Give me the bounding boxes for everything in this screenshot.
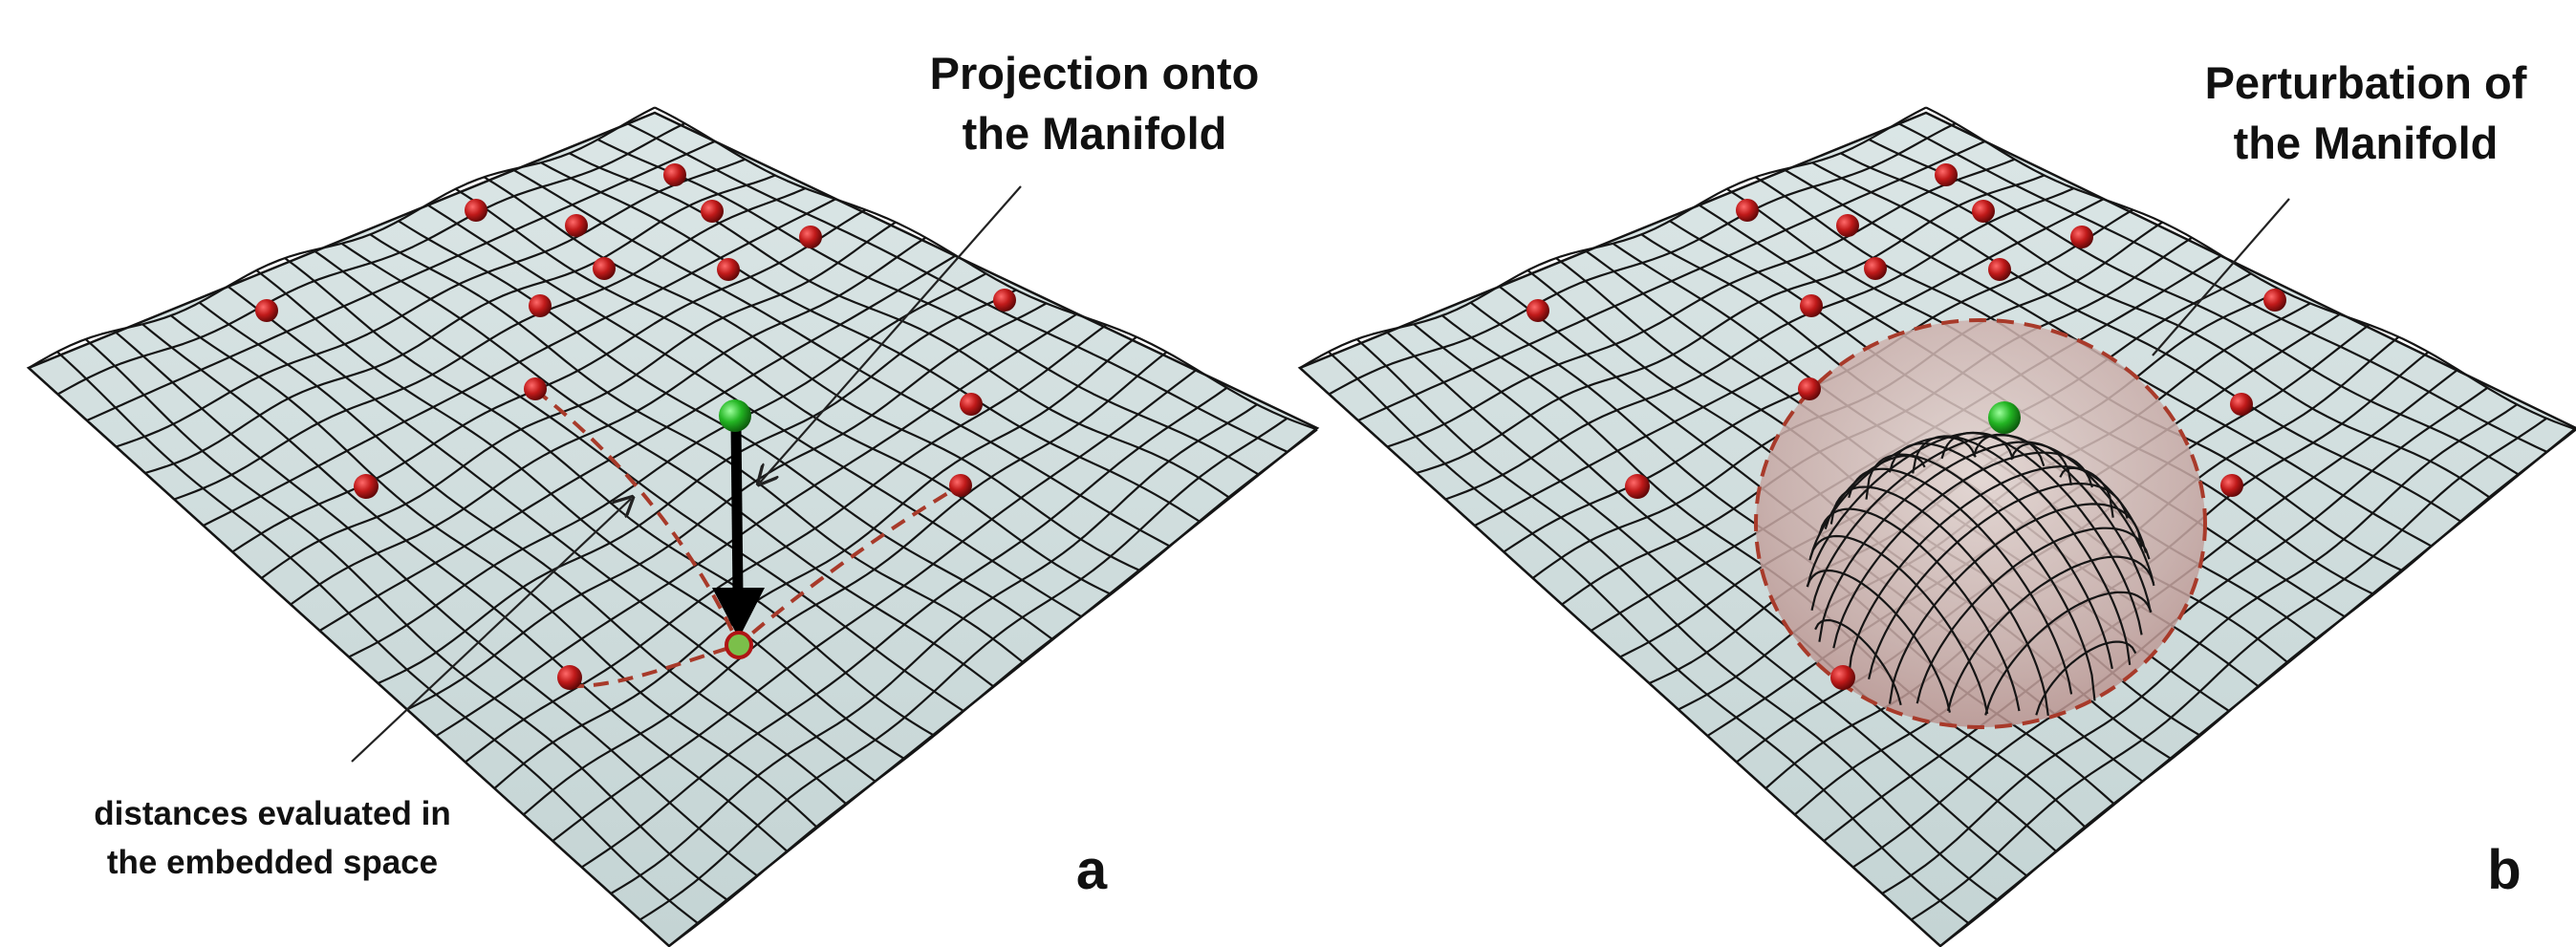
bump-mesh-line (1814, 619, 1902, 706)
red-point (663, 163, 686, 186)
bump-mesh-line (1940, 431, 2143, 635)
mesh-line (455, 187, 1112, 595)
red-point (1972, 200, 1995, 223)
mesh-line (198, 301, 847, 805)
perturbation-title-line1: Perturbation of (2205, 57, 2527, 108)
red-point (949, 474, 972, 497)
perturbation-title-line2: the Manifold (2234, 118, 2499, 168)
red-point (1988, 258, 2011, 281)
distance-note-line1: distances evaluated in (94, 795, 450, 832)
mesh-line (56, 351, 700, 925)
bump-mesh-line (1972, 433, 2153, 613)
red-point (2220, 474, 2243, 497)
red-point (701, 200, 724, 223)
distance-note-line2: the embedded space (107, 844, 438, 881)
red-point (465, 199, 487, 222)
bump-mesh-line (1808, 534, 1989, 715)
red-point (1935, 163, 1958, 186)
mesh-line (141, 323, 789, 852)
red-point (565, 214, 588, 237)
red-point (717, 258, 740, 281)
mesh-line (654, 106, 1318, 431)
mesh-line (483, 176, 1141, 572)
projection-title-line2: the Manifold (963, 108, 1227, 159)
mesh-line (540, 161, 1201, 523)
mesh-line (1413, 323, 2057, 852)
mesh-line (113, 330, 759, 877)
projection-arrow-shaft (730, 424, 744, 595)
red-point (799, 226, 822, 248)
red-point (255, 299, 278, 322)
manifold-mesh-a (28, 106, 1318, 947)
mesh-line (625, 121, 1288, 454)
red-point (354, 474, 379, 499)
red-point (524, 377, 547, 400)
projection-arrow-head (712, 588, 765, 638)
red-point (1836, 214, 1859, 237)
projection-leader-line (760, 185, 1022, 483)
red-point (993, 289, 1016, 312)
projected-point-ring (725, 631, 753, 659)
mesh-line (255, 269, 906, 761)
dashed-geodesic-path-lower (568, 643, 740, 689)
sample-points-b (1526, 163, 2286, 690)
perturbation-leader-line (2152, 198, 2290, 356)
red-point (960, 393, 983, 416)
red-point (1864, 257, 1887, 280)
mesh-line (1840, 152, 2490, 499)
bump-mesh-line (1912, 435, 2132, 665)
red-point (2070, 226, 2093, 248)
projection-title-line1: Projection onto (930, 48, 1260, 98)
bump-mesh-line (1888, 442, 2113, 670)
red-point (1625, 474, 1650, 499)
mesh-line (227, 285, 877, 783)
mesh-line (28, 367, 670, 947)
bump-mesh-line (1865, 453, 2096, 701)
bump-mesh-line (2059, 466, 2147, 553)
mesh-line (569, 152, 1230, 499)
distance-leader-line (351, 499, 631, 763)
green-query-point (719, 399, 751, 432)
red-point (1526, 299, 1549, 322)
mesh-line (597, 139, 1259, 476)
mesh-line (1868, 139, 2520, 476)
mesh-line (284, 257, 935, 737)
red-point (1800, 294, 1823, 317)
red-point (593, 257, 616, 280)
mesh-line (1896, 121, 2548, 453)
mesh-line (1811, 161, 2461, 523)
mesh-line (1925, 106, 2576, 431)
red-point (1798, 377, 1821, 400)
sample-points-a (255, 163, 1016, 690)
panel-b: Perturbation of the Manifold b (1297, 57, 2576, 947)
mesh-line (1355, 338, 2000, 902)
red-point (1830, 665, 1855, 690)
mesh-line (1384, 330, 2028, 877)
mesh-line (313, 248, 964, 713)
bump-mesh-line (1806, 569, 1951, 713)
mesh-line (426, 204, 1083, 618)
mesh-line (340, 242, 994, 687)
mesh-line (170, 314, 817, 829)
mesh-line (369, 233, 1024, 663)
red-point (529, 294, 552, 317)
mesh-line (511, 168, 1171, 548)
green-query-point (1988, 401, 2021, 434)
panel-letter-b: b (2487, 839, 2521, 901)
mesh-line (1299, 367, 1941, 947)
panel-a: Projection onto the Manifold distances e… (26, 48, 1320, 947)
red-point (557, 665, 582, 690)
bump-mesh-line (1848, 467, 2073, 695)
panel-letter-a: a (1076, 839, 1108, 901)
perturbation-boundary (1754, 318, 2207, 729)
red-point (1736, 199, 1759, 222)
perturbation-mesh (1806, 431, 2155, 717)
bump-mesh-line (1818, 507, 2021, 712)
mesh-line (1328, 351, 1970, 925)
red-point (2263, 289, 2286, 312)
mesh-line (84, 338, 729, 902)
red-point (2230, 393, 2253, 416)
